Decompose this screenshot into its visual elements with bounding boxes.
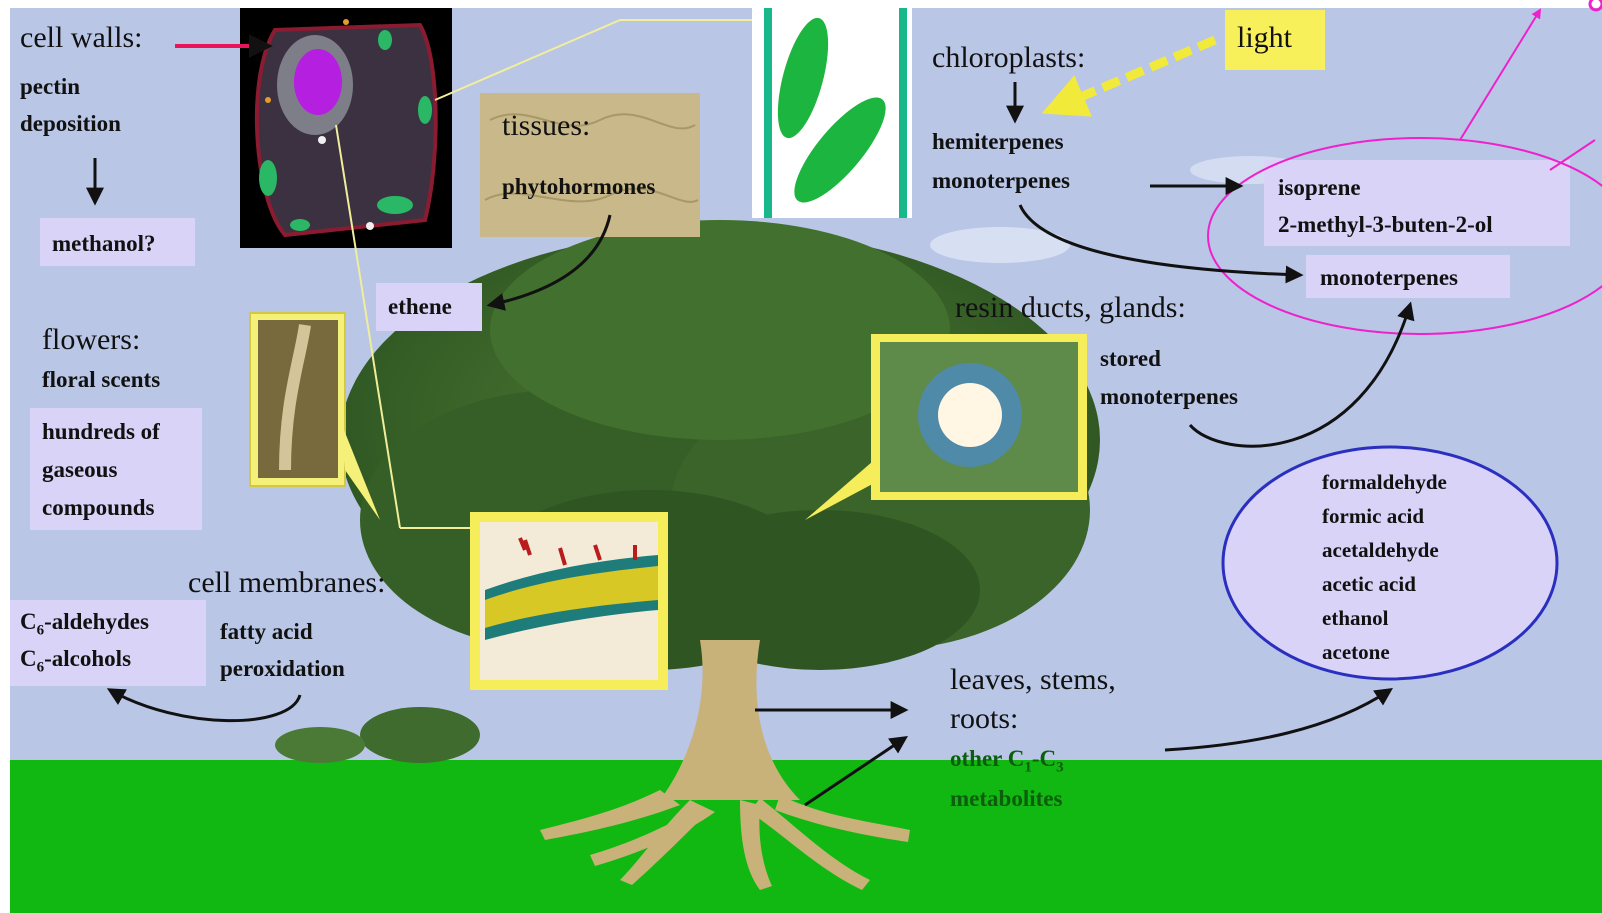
pectin-label-line2: deposition	[20, 110, 121, 138]
hemiterpenes-label: hemiterpenes	[932, 128, 1064, 156]
monoterpenes-chloroplast-label: monoterpenes	[932, 167, 1070, 195]
stored-label-line2: monoterpenes	[1100, 383, 1238, 411]
flowers-label: flowers:	[42, 322, 140, 358]
resin-ducts-label: resin ducts, glands:	[955, 290, 1186, 326]
other-metabolites-label-line1: other C1-C3	[950, 745, 1064, 777]
oxygenated-item: acetone	[1322, 640, 1390, 665]
leaves-label-line2: roots:	[950, 701, 1018, 737]
tissues-label: tissues:	[502, 108, 590, 144]
cell-micrograph	[240, 8, 452, 248]
chloroplasts-label: chloroplasts:	[932, 40, 1085, 76]
cell-walls-label: cell walls:	[20, 20, 142, 56]
ethene-label: ethene	[388, 293, 452, 321]
oxygenated-item: formaldehyde	[1322, 470, 1447, 495]
oxygenated-item: acetic acid	[1322, 572, 1416, 597]
light-label: light	[1237, 20, 1292, 56]
oxygenated-item: ethanol	[1322, 606, 1389, 631]
pectin-label-line1: pectin	[20, 73, 80, 101]
other-metabolites-label-line2: metabolites	[950, 785, 1062, 813]
phytohormones-label: phytohormones	[502, 173, 655, 201]
leaves-label-line1: leaves, stems,	[950, 662, 1116, 698]
monoterpenes-emitted-label: monoterpenes	[1320, 264, 1458, 292]
methanol-label: methanol?	[52, 230, 156, 258]
fatty-acid-label-line1: fatty acid	[220, 618, 313, 646]
c6-alcohols-label: C6-alcohols	[20, 645, 131, 677]
oxygenated-item: acetaldehyde	[1322, 538, 1439, 563]
floral-scents-label: floral scents	[42, 366, 160, 394]
stored-label-line1: stored	[1100, 345, 1161, 373]
hundreds-label-line3: compounds	[42, 494, 154, 522]
distant-tree	[360, 707, 480, 763]
hundreds-label-line2: gaseous	[42, 456, 117, 484]
fatty-acid-label-line2: peroxidation	[220, 655, 345, 683]
oxygenated-item: formic acid	[1322, 504, 1424, 529]
hundreds-label-line1: hundreds of	[42, 418, 160, 446]
methylbutenol-label: 2-methyl-3-buten-2-ol	[1278, 211, 1493, 239]
cell-membranes-label: cell membranes:	[188, 565, 385, 601]
c6-aldehydes-label: C6-aldehydes	[20, 608, 149, 640]
membrane-inset	[470, 512, 668, 690]
isoprene-label: isoprene	[1278, 174, 1361, 202]
